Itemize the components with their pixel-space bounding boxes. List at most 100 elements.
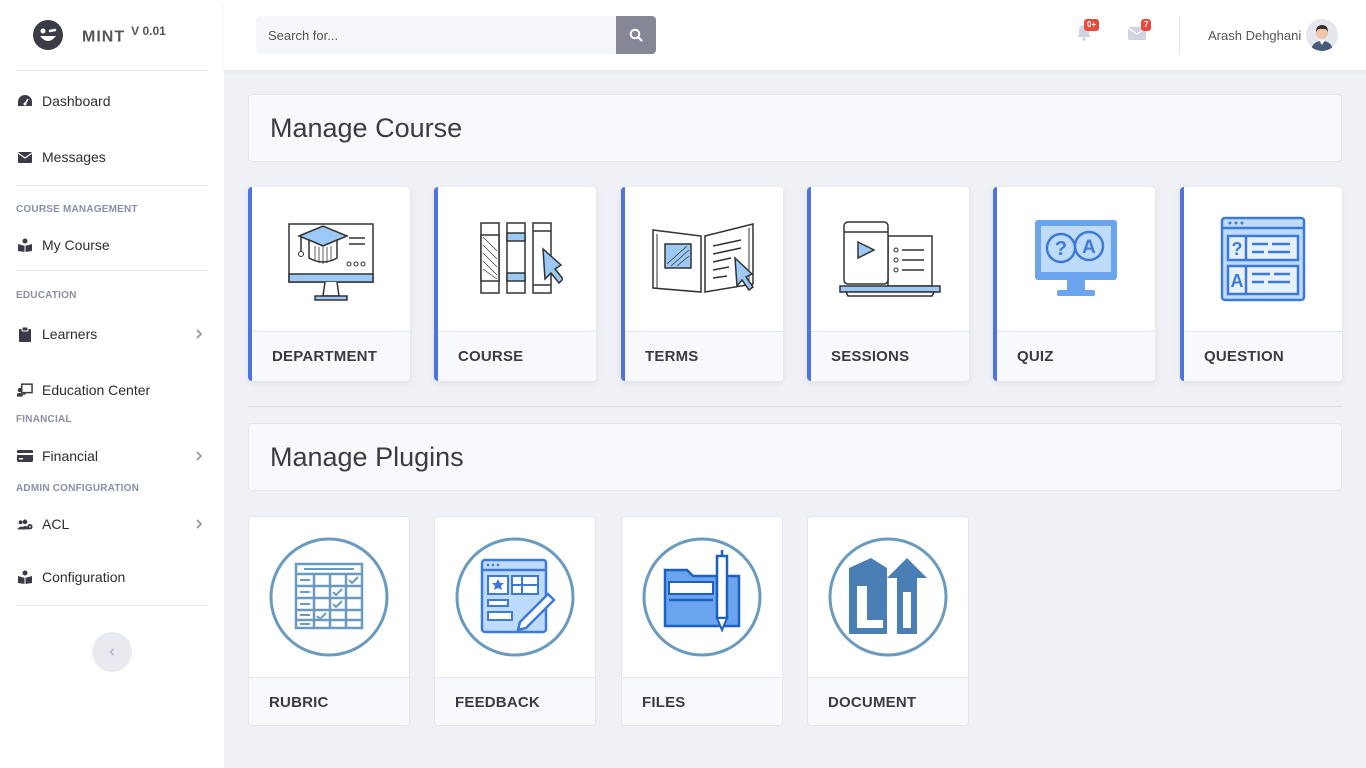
chevron-left-icon [109, 648, 115, 656]
book-reader-icon [17, 569, 33, 585]
sidebar-item-messages[interactable]: Messages [0, 129, 224, 185]
sidebar-item-label: Learners [42, 326, 98, 342]
rubric-card[interactable]: RUBRIC [248, 516, 410, 726]
topbar: 0+ 7 Arash Dehghani [224, 0, 1366, 70]
sidebar-divider [16, 270, 208, 271]
question-illustration: ? A [1184, 187, 1342, 331]
sidebar-item-my-course[interactable]: My Course [0, 220, 224, 270]
svg-text:A: A [1082, 237, 1096, 258]
graduation-cap-monitor-icon [288, 223, 374, 301]
avatar[interactable] [1306, 19, 1338, 51]
sidebar-item-financial[interactable]: Financial [0, 430, 224, 482]
credit-card-icon [17, 448, 33, 464]
sidebar-toggle-button[interactable] [92, 632, 132, 672]
question-answer-form-icon: ? A [1220, 216, 1306, 302]
chalkboard-teacher-icon [17, 382, 33, 398]
feedback-card[interactable]: FEEDBACK [434, 516, 596, 726]
chevron-right-icon [196, 519, 203, 529]
sidebar-item-label: Messages [42, 149, 106, 165]
svg-text:A: A [1231, 271, 1244, 291]
section-heading: FINANCIAL [16, 413, 72, 425]
sessions-card[interactable]: SESSIONS [807, 187, 969, 381]
course-card[interactable]: COURSE [434, 187, 596, 381]
terms-card[interactable]: TERMS [621, 187, 783, 381]
card-label: RUBRIC [249, 677, 409, 725]
document-illustration [808, 517, 968, 677]
books-cursor-icon [480, 222, 563, 294]
book-reader-icon [17, 237, 33, 253]
sidebar-item-label: Dashboard [42, 93, 111, 109]
messages-button[interactable]: 7 [1127, 19, 1152, 44]
search-input[interactable] [256, 16, 616, 54]
document-card[interactable]: DOCUMENT [807, 516, 969, 726]
sidebar-divider [16, 70, 208, 71]
video-laptop-icon [839, 221, 941, 297]
department-card[interactable]: DEPARTMENT [248, 187, 410, 381]
user-avatar-icon [1306, 19, 1338, 51]
alerts-button[interactable]: 0+ [1076, 19, 1100, 44]
card-label: TERMS [625, 331, 783, 381]
sidebar-item-education-center[interactable]: Education Center [0, 362, 224, 418]
section-heading: EDUCATION [16, 289, 77, 301]
sessions-illustration [811, 187, 969, 331]
sidebar-divider [16, 185, 208, 186]
feedback-form-icon [455, 537, 575, 657]
course-illustration [438, 187, 596, 331]
envelope-icon [17, 149, 33, 165]
quiz-illustration: ? A [997, 187, 1155, 331]
department-illustration [252, 187, 410, 331]
topbar-divider [1179, 16, 1180, 54]
open-book-icon [652, 223, 755, 293]
section-heading: COURSE MANAGEMENT [16, 203, 138, 215]
quiz-card[interactable]: ? A QUIZ [993, 187, 1155, 381]
search-button[interactable] [616, 16, 656, 54]
search-bar [256, 16, 656, 54]
svg-text:?: ? [1232, 239, 1243, 259]
sidebar-item-dashboard[interactable]: Dashboard [0, 73, 224, 129]
sidebar-item-label: Education Center [42, 382, 151, 398]
alerts-badge: 0+ [1084, 19, 1100, 31]
card-label: DOCUMENT [808, 677, 968, 725]
card-label: QUESTION [1184, 331, 1342, 381]
rubric-illustration [249, 517, 409, 677]
sidebar-item-learners[interactable]: Learners [0, 306, 224, 362]
card-label: SESSIONS [811, 331, 969, 381]
folder-pen-icon [642, 537, 762, 657]
card-label: COURSE [438, 331, 596, 381]
question-card[interactable]: ? A QUESTION [1180, 187, 1342, 381]
card-label: QUIZ [997, 331, 1155, 381]
sidebar-item-configuration[interactable]: Configuration [0, 549, 224, 605]
files-illustration [622, 517, 782, 677]
manage-course-header: Manage Course [248, 94, 1342, 162]
smiley-logo-icon [33, 20, 63, 50]
brand-version: V 0.01 [131, 23, 166, 38]
card-label: FILES [622, 677, 782, 725]
search-icon [629, 28, 643, 42]
users-cog-icon [17, 516, 33, 532]
chevron-right-icon [196, 451, 203, 461]
svg-text:?: ? [1055, 238, 1067, 260]
rubric-table-icon [269, 537, 389, 657]
terms-illustration [625, 187, 783, 331]
card-label: FEEDBACK [435, 677, 595, 725]
sidebar-item-label: My Course [42, 237, 110, 253]
messages-badge: 7 [1141, 19, 1152, 31]
feedback-illustration [435, 517, 595, 677]
files-card[interactable]: FILES [621, 516, 783, 726]
manage-plugins-header: Manage Plugins [248, 423, 1342, 491]
card-label: DEPARTMENT [252, 331, 410, 381]
section-divider [248, 406, 1342, 407]
section-heading: ADMIN CONFIGURATION [16, 482, 140, 494]
sidebar-item-acl[interactable]: ACL [0, 499, 224, 549]
user-name[interactable]: Arash Dehghani [1208, 28, 1302, 43]
sidebar-item-label: Configuration [42, 569, 126, 585]
chevron-right-icon [196, 329, 203, 339]
section-title: Manage Plugins [270, 441, 464, 472]
tachometer-icon [17, 93, 33, 109]
clipboard-icon [17, 326, 33, 342]
sidebar-divider [16, 605, 208, 606]
document-upload-icon [828, 537, 948, 657]
